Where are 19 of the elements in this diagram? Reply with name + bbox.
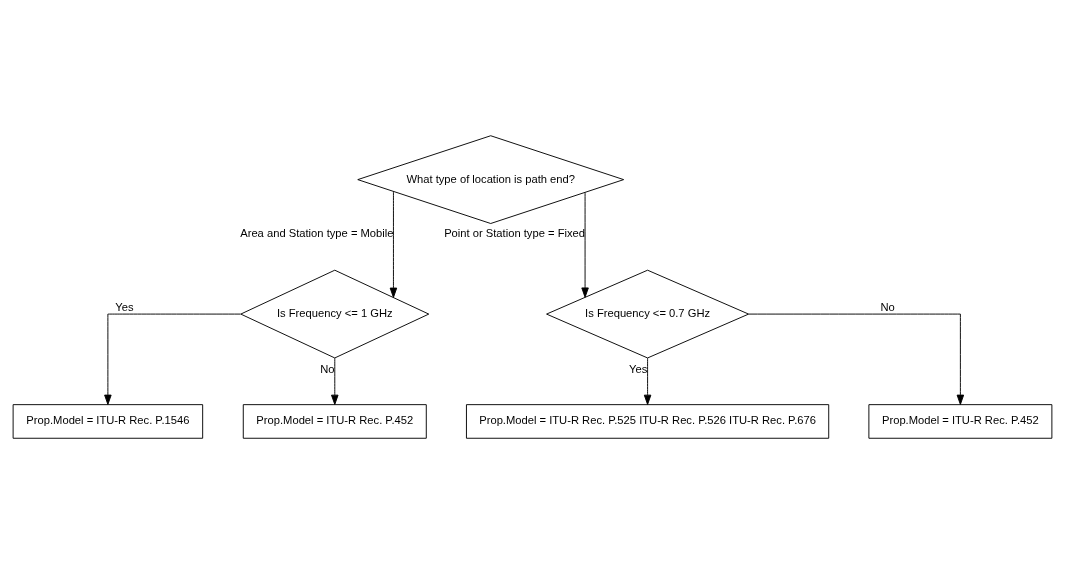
node-box: Prop.Model = ITU-R Rec. P.525 ITU-R Rec. P.526 ITU-R Rec. P.676	[465, 404, 830, 439]
node-box: Prop.Model = ITU-R Rec. P.452	[868, 404, 1053, 439]
node-box: Prop.Model = ITU-R Rec. P.1546	[12, 404, 204, 439]
node-box: Prop.Model = ITU-R Rec. P.452	[242, 404, 427, 439]
edge-label: No	[880, 300, 895, 313]
node-diamond: Is Frequency <= 0.7 GHz	[546, 269, 750, 359]
arrow	[389, 191, 398, 298]
arrow	[748, 313, 965, 405]
arrow	[104, 313, 241, 405]
edge-label: Yes	[629, 363, 648, 376]
arrow	[331, 357, 339, 405]
edge-label: Point or Station type = Fixed	[444, 227, 585, 240]
edge-label: No	[320, 363, 335, 376]
node-diamond: Is Frequency <= 1 GHz	[240, 269, 430, 359]
arrow	[581, 192, 589, 298]
edge-label: Area and Station type = Mobile	[240, 226, 394, 239]
node-diamond: What type of location is path end?	[357, 135, 625, 224]
edge-label: Yes	[115, 300, 134, 313]
arrow	[643, 357, 652, 405]
